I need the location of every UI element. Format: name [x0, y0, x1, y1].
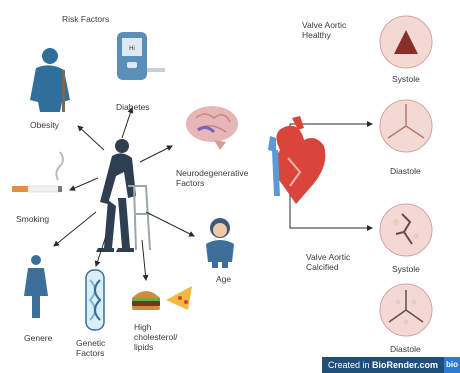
arrow-obesity [78, 126, 104, 150]
brain-icon [186, 106, 238, 150]
valve-calcified-diastole-label: Diastole [390, 344, 421, 354]
neurodegenerative-label-2: Factors [176, 178, 204, 188]
valve-healthy-diastole-label: Diastole [390, 166, 421, 176]
valve-calcified-diastole [380, 284, 432, 336]
obesity-label: Obesity [30, 120, 59, 130]
biorender-badge[interactable]: Created in BioRender.com bio [322, 357, 460, 373]
valve-healthy-label-2: Healthy [302, 30, 331, 40]
neurodegenerative-label-1: Neurodegenerative [176, 168, 248, 178]
arrow-diabetes [122, 108, 132, 138]
badge-brand: BioRender.com [372, 360, 438, 370]
diabetes-label: Diabetes [116, 102, 150, 112]
heart-icon [268, 116, 325, 204]
valve-calcified-systole [380, 204, 432, 256]
arrow-cholesterol [142, 240, 146, 280]
glucometer-reading: Hi [129, 46, 135, 52]
dna-tube-icon [86, 270, 104, 330]
genetic-label-2: Factors [76, 348, 104, 358]
cigarette-icon [12, 152, 63, 192]
elderly-person-icon [96, 139, 136, 252]
valve-healthy-label-1: Valve Aortic [302, 20, 346, 30]
valve-calcified-label-2: Calcified [306, 262, 339, 272]
genetic-label-1: Genetic [76, 338, 105, 348]
arrow-smoking [70, 178, 98, 190]
cholesterol-label-3: lipids [134, 342, 153, 352]
age-label: Age [216, 274, 231, 284]
cholesterol-label-2: cholesterol/ [134, 332, 177, 342]
valve-healthy-systole [380, 16, 432, 68]
biorender-logo-icon: bio [444, 357, 460, 373]
arrow-genere [54, 212, 96, 246]
baby-icon [206, 218, 234, 268]
valve-calcified-systole-label: Systole [392, 264, 420, 274]
valve-healthy-systole-label: Systole [392, 74, 420, 84]
pizza-icon [166, 286, 192, 310]
risk-factors-title: Risk Factors [62, 14, 109, 24]
valve-healthy-diastole [380, 100, 432, 152]
badge-prefix: Created in [328, 360, 372, 370]
obesity-icon [30, 48, 70, 112]
arrow-neurodegenerative [140, 146, 172, 162]
valve-calcified-label-1: Valve Aortic [306, 252, 350, 262]
smoking-label: Smoking [16, 214, 49, 224]
burger-icon [132, 291, 160, 310]
glucometer-icon: Hi [117, 32, 165, 80]
cholesterol-label-1: High [134, 322, 151, 332]
genere-label: Genere [24, 333, 52, 343]
arrow-age [146, 212, 194, 236]
risk-arrows [54, 108, 194, 280]
gender-icon [24, 255, 48, 318]
